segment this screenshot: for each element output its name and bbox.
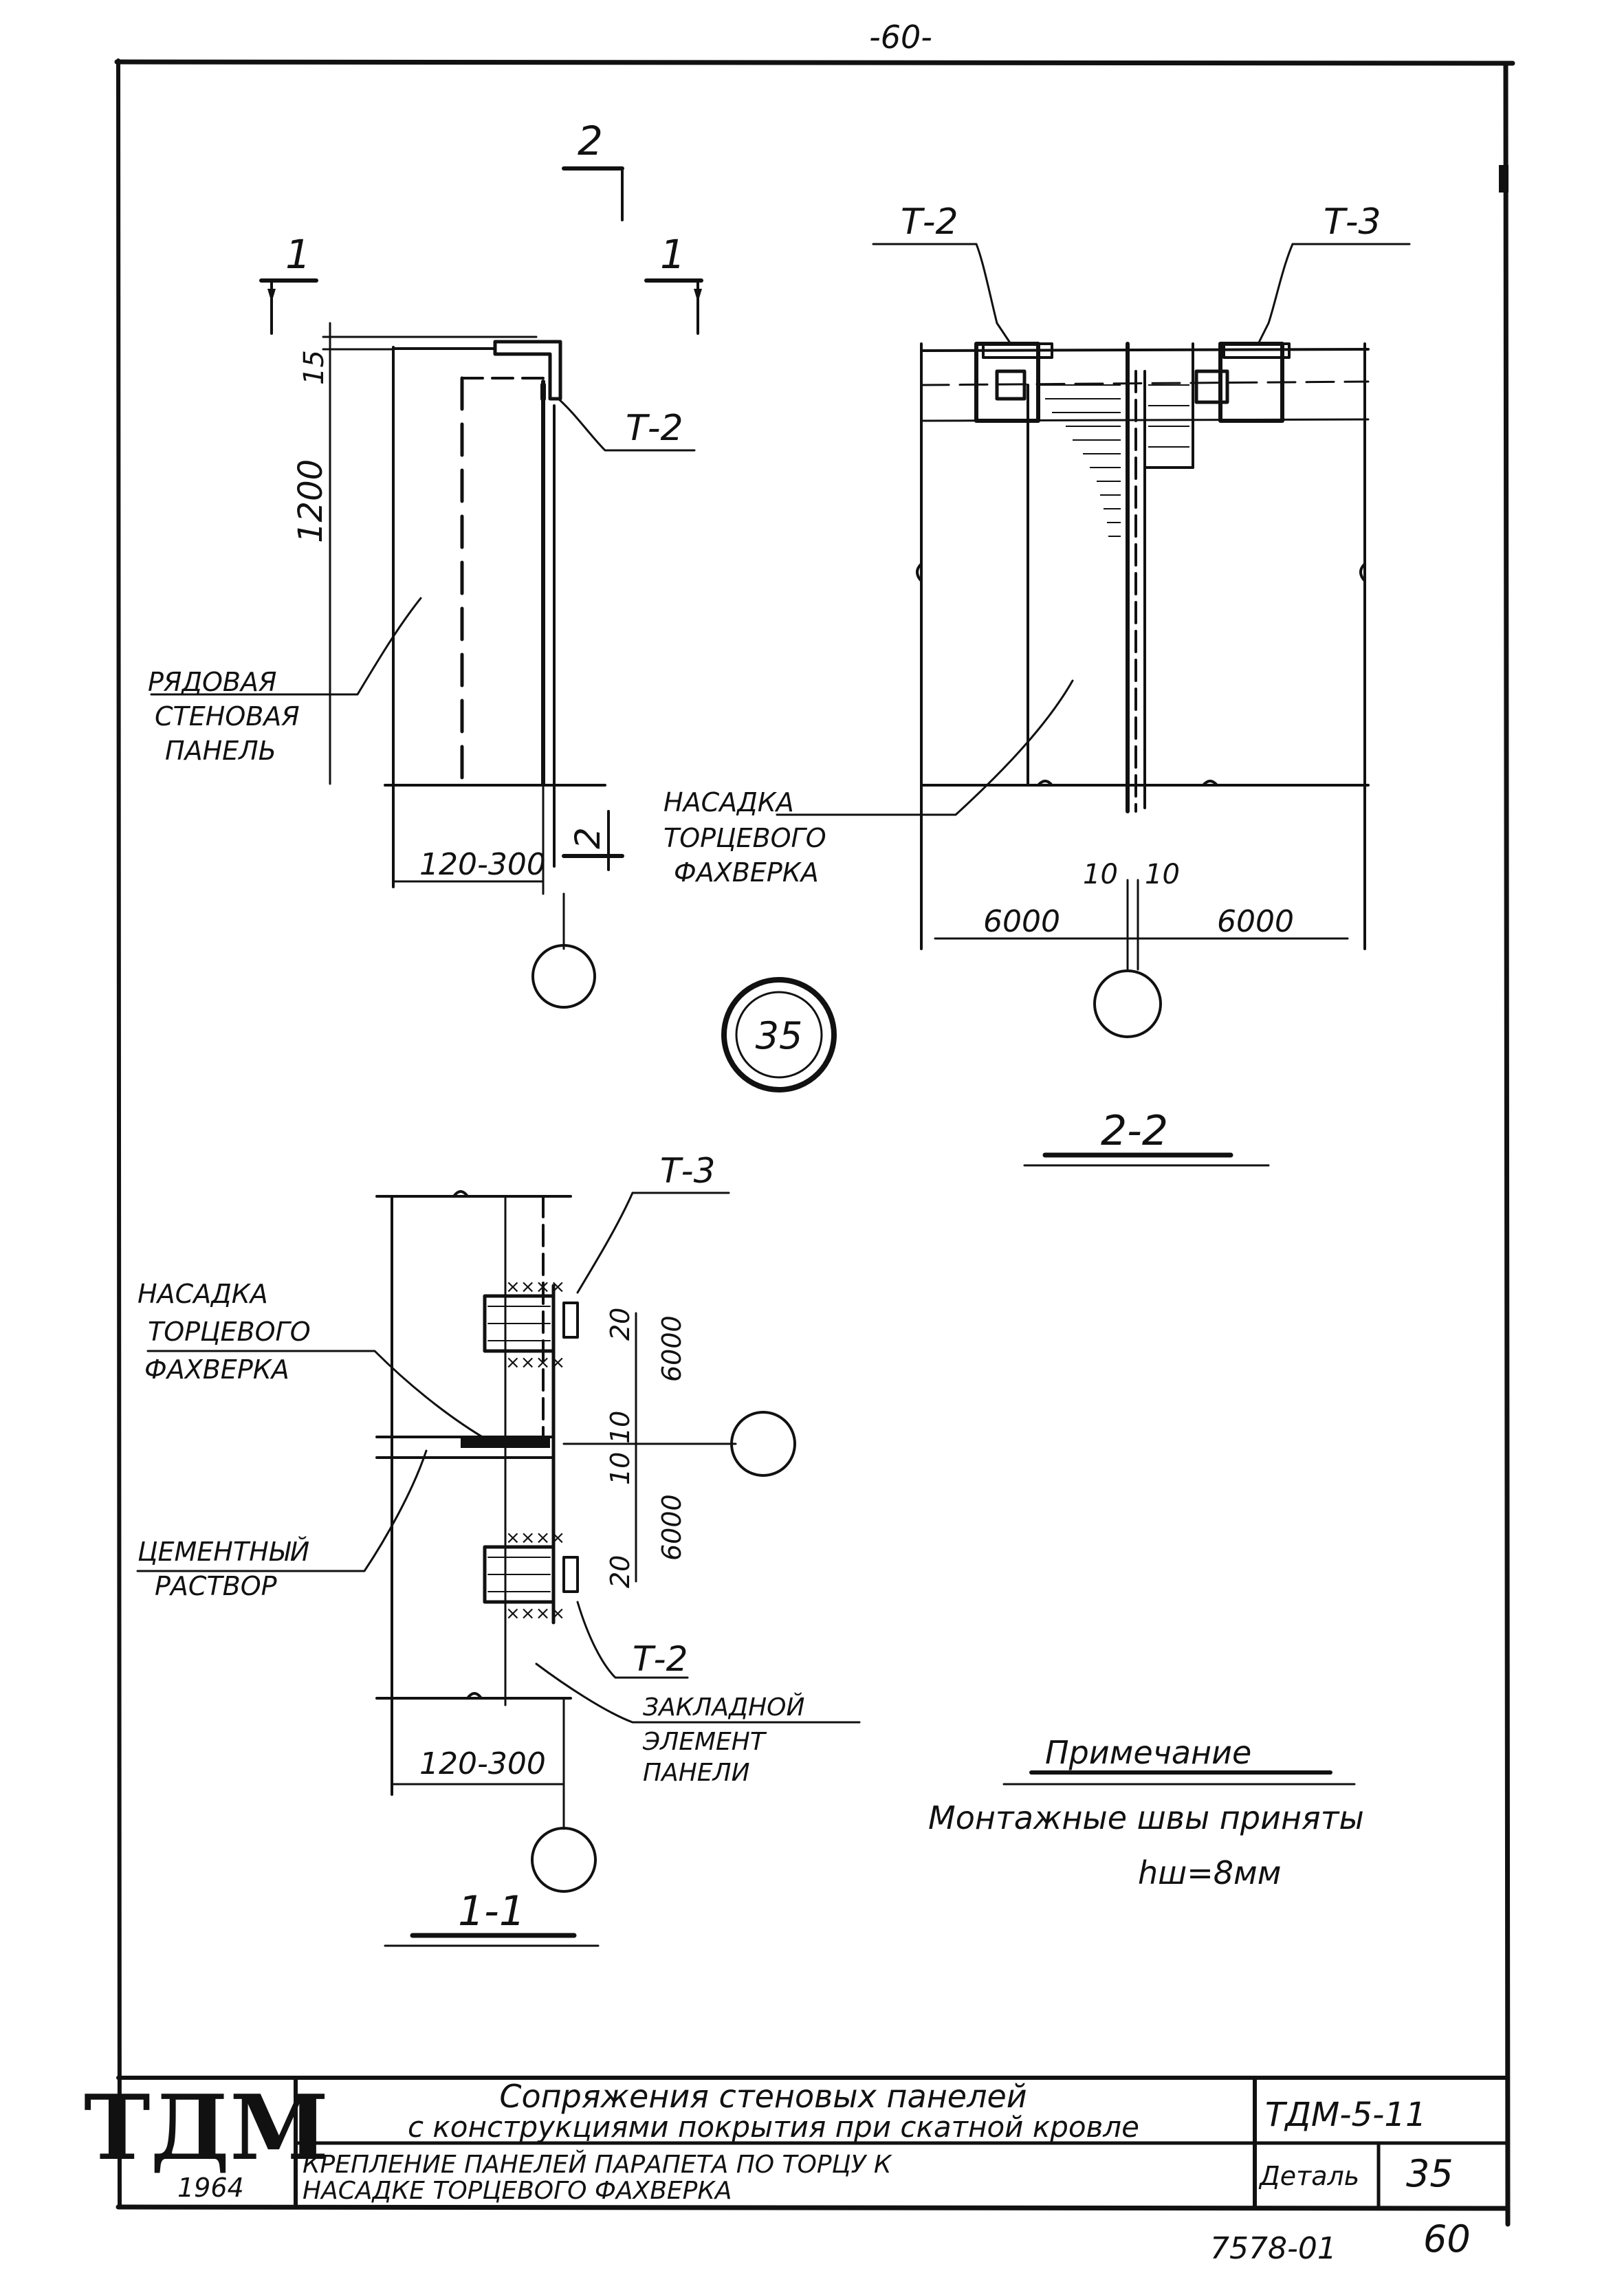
view-section-2-2: Т-2 Т-3 НАСАДКА ТОРЦЕВОГО ФАХВЕРКА 10 10…: [663, 201, 1411, 1167]
svg-text:ТОРЦЕВОГО: ТОРЦЕВОГО: [148, 1317, 311, 1347]
page-number-bottom: 60: [1423, 2217, 1471, 2261]
svg-text:××××: ××××: [505, 1352, 565, 1373]
axis-circle-left: [531, 944, 596, 1009]
year: 1964: [177, 2173, 244, 2203]
svg-text:20: 20: [605, 1555, 635, 1588]
archive-number: 7578-01: [1210, 2231, 1337, 2266]
svg-text:15: 15: [298, 350, 330, 385]
embed-plate-t2: [493, 340, 562, 401]
svg-text:ФАХВЕРКА: ФАХВЕРКА: [144, 1354, 289, 1385]
axis-circle-right: [1093, 969, 1162, 1038]
detail-badge: 35: [721, 977, 837, 1092]
section-mark-2-bottom: 2: [562, 810, 624, 871]
title-line-2: с конструкциями покрытия при скатной кро…: [408, 2110, 1139, 2144]
view-section-1-1: ×××× ×××× ×××× ×××× 20 6000 10 10 6000 2…: [136, 1151, 861, 1947]
svg-text:Т-3: Т-3: [1324, 201, 1381, 243]
section-mark-2-top: 2: [562, 118, 624, 221]
svg-text:1: 1: [660, 231, 685, 278]
svg-text:2: 2: [568, 827, 608, 849]
svg-text:20: 20: [605, 1308, 635, 1341]
embed-upper: [483, 1294, 556, 1353]
axis-circle-bottom: [531, 1827, 597, 1893]
svg-text:РЯДОВАЯ: РЯДОВАЯ: [148, 667, 276, 697]
detail-number: 35: [1406, 2152, 1453, 2195]
svg-text:НАСАДКА: НАСАДКА: [138, 1279, 268, 1309]
section-mark-1-right: 1: [644, 231, 703, 335]
axis-circle-1-1-right: [730, 1411, 796, 1477]
svg-text:2-2: 2-2: [1101, 1107, 1168, 1155]
page-number-top: -60-: [869, 19, 932, 56]
svg-text:6000: 6000: [657, 1494, 687, 1561]
svg-text:ТОРЦЕВОГО: ТОРЦЕВОГО: [663, 823, 826, 853]
hatch-area: [1038, 384, 1189, 537]
svg-text:ЦЕМЕНТНЫЙ: ЦЕМЕНТНЫЙ: [138, 1537, 309, 1567]
svg-text:СТЕНОВАЯ: СТЕНОВАЯ: [155, 701, 300, 732]
note-heading: Примечание: [1045, 1734, 1251, 1771]
svg-text:1-1: 1-1: [458, 1887, 525, 1935]
svg-text:××××: ××××: [505, 1528, 565, 1548]
svg-text:1200: 1200: [292, 459, 330, 543]
subtitle-line-1: КРЕПЛЕНИЕ ПАНЕЛЕЙ ПАРАПЕТА ПО ТОРЦУ К: [303, 2150, 892, 2179]
svg-text:10: 10: [605, 1452, 635, 1485]
note-line-2: hш=8мм: [1138, 1854, 1281, 1891]
section-mark-1-left: 1: [259, 231, 318, 335]
svg-text:ЭЛЕМЕНТ: ЭЛЕМЕНТ: [642, 1728, 767, 1756]
svg-text:××××: ××××: [505, 1277, 565, 1297]
svg-text:6000: 6000: [1217, 904, 1294, 939]
svg-text:6000: 6000: [983, 904, 1060, 939]
note-block: Примечание Монтажные швы приняты hш=8мм: [928, 1734, 1364, 1891]
svg-text:РАСТВОР: РАСТВОР: [155, 1571, 277, 1601]
view-elevation-left: 1 1 2 2 15 120: [148, 118, 703, 1009]
svg-text:2: 2: [578, 118, 603, 164]
svg-text:ПАНЕЛЬ: ПАНЕЛЬ: [165, 736, 276, 766]
svg-text:ФАХВЕРКА: ФАХВЕРКА: [674, 857, 819, 888]
svg-text:Т-2: Т-2: [901, 201, 958, 243]
series-code: ТДМ-5-11: [1265, 2096, 1427, 2134]
svg-text:10: 10: [1145, 859, 1180, 890]
svg-text:10: 10: [605, 1411, 635, 1444]
svg-text:120-300: 120-300: [419, 1746, 546, 1781]
title-block: ТДМ 1964 Сопряжения стеновых панелей с к…: [84, 2075, 1509, 2209]
svg-text:Т-2: Т-2: [633, 1639, 688, 1679]
detail-label: Деталь: [1258, 2161, 1359, 2191]
note-line-1: Монтажные швы приняты: [928, 1799, 1364, 1836]
svg-text:Т-3: Т-3: [660, 1151, 715, 1191]
title-line-1: Сопряжения стеновых панелей: [499, 2078, 1027, 2115]
cement-mortar-bar: [461, 1438, 550, 1448]
svg-text:ПАНЕЛИ: ПАНЕЛИ: [643, 1759, 750, 1787]
svg-text:35: 35: [756, 1014, 803, 1057]
svg-text:10: 10: [1083, 859, 1118, 890]
svg-text:Т-2: Т-2: [626, 408, 683, 449]
sheet-frame: [114, 58, 1515, 2227]
svg-text:6000: 6000: [657, 1315, 687, 1382]
svg-text:××××: ××××: [505, 1603, 565, 1624]
svg-text:1: 1: [285, 231, 311, 278]
svg-text:ЗАКЛАДНОЙ: ЗАКЛАДНОЙ: [643, 1693, 804, 1722]
subtitle-line-2: НАСАДКЕ ТОРЦЕВОГО ФАХВЕРКА: [303, 2177, 732, 2205]
embed-lower: [483, 1545, 556, 1604]
logo: ТДМ: [84, 2075, 329, 2180]
svg-text:120-300: 120-300: [419, 847, 546, 882]
svg-text:НАСАДКА: НАСАДКА: [663, 787, 794, 817]
